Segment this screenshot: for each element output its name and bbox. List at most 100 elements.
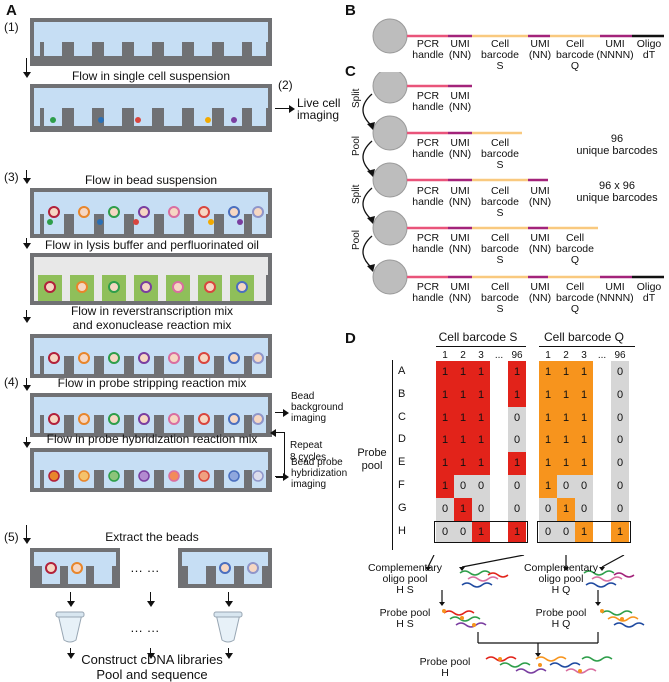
- row-label: F: [398, 479, 405, 491]
- flow-rt-text-1: Flow in reverstranscription mix: [70, 304, 234, 318]
- c-row2-umi: UMI(NN): [448, 137, 472, 160]
- matrix-cell-s: 1: [472, 520, 490, 544]
- tube-icon: [213, 611, 243, 643]
- chip-channel: [34, 22, 268, 42]
- flow-rt-text-2: and exonuclease reaction mix: [72, 318, 232, 332]
- matrix-cell-q: 1: [539, 429, 557, 453]
- col-header-q: 1: [545, 350, 551, 361]
- col-header-q: ...: [597, 350, 607, 361]
- matrix-cell-s: 1: [454, 429, 472, 453]
- row-label: A: [398, 365, 406, 377]
- matrix-cell-q: 1: [575, 452, 593, 475]
- flow-bead-text: Flow in bead suspension: [84, 173, 218, 187]
- matrix-cell-q: 0: [611, 406, 629, 430]
- matrix-cell-q: 1: [557, 452, 575, 475]
- row-label: C: [398, 410, 406, 423]
- matrix-cell-q: 1: [539, 452, 557, 475]
- split-label-1: Split: [351, 88, 362, 108]
- matrix-cell-q: 1: [557, 497, 575, 521]
- probe-pool-flow: [425, 555, 645, 674]
- col-header-s: 2: [460, 350, 466, 361]
- matrix-cell-s: 0: [508, 429, 526, 453]
- matrix-cell-q: 1: [557, 429, 575, 453]
- matrix-cell-q: 0: [611, 383, 629, 407]
- down-arrow: [22, 538, 31, 544]
- matrix-cell-q: 0: [611, 452, 629, 475]
- col-header-s: ...: [494, 350, 504, 361]
- c-row3-umi-2: UMI(NN): [528, 185, 552, 208]
- matrix-cell-s: 1: [454, 383, 472, 407]
- row-label: B: [398, 387, 406, 400]
- step-3-label: (3): [4, 170, 19, 184]
- down-arrow: [22, 385, 31, 391]
- matrix-cell-q: 1: [557, 406, 575, 430]
- matrix-cell-s: 1: [436, 475, 454, 498]
- matrix-cell-q: 1: [575, 361, 593, 384]
- down-arrow: [26, 58, 28, 72]
- matrix-cell-q: 1: [575, 406, 593, 430]
- right-arrow: [275, 108, 289, 110]
- matrix-cell-s: 1: [436, 383, 454, 407]
- matrix-cell-q: 1: [539, 361, 557, 384]
- matrix-cell-s: 1: [436, 406, 454, 430]
- split-label-2: Split: [351, 184, 362, 204]
- flow-probe-hyb-text: Flow in probe hybridization reaction mix: [46, 432, 258, 446]
- matrix-cell-q: 0: [611, 475, 629, 498]
- chip-hyb-svg: [30, 448, 272, 492]
- down-arrow: [22, 243, 31, 249]
- matrix-cell-s: 1: [436, 429, 454, 453]
- matrix-cell-s: 1: [472, 361, 490, 384]
- matrix-cell-q: 1: [539, 406, 557, 430]
- matrix-cell-q: 0: [539, 497, 557, 521]
- matrix-cell-q: 1: [575, 429, 593, 453]
- pool-seq-text: Pool and sequence: [96, 667, 208, 682]
- matrix-cell-q: 0: [557, 475, 575, 498]
- matrix-cell-s: 0: [454, 520, 472, 544]
- col-header-q: 3: [581, 350, 587, 361]
- chip-beads-svg: [30, 188, 272, 238]
- col-header-s: 1: [442, 350, 448, 361]
- ellipsis-text-2: … …: [130, 620, 160, 635]
- panel-d-label: D: [345, 330, 356, 347]
- c-row1-umi: UMI(NN): [448, 90, 472, 113]
- panel-c-label: C: [345, 63, 356, 80]
- step-2-label: (2): [278, 78, 293, 92]
- flow-probe-strip-text: Flow in probe stripping reaction mix: [57, 376, 247, 390]
- matrix-cell-s: 0: [436, 497, 454, 521]
- matrix-cell-q: 1: [575, 520, 593, 544]
- group-s-label: Cell barcode S: [438, 330, 518, 344]
- chip-cells-svg: [34, 88, 268, 126]
- step-5-label: (5): [4, 530, 19, 544]
- matrix-cell-s: 1: [508, 520, 526, 544]
- matrix-cell-s: 0: [436, 520, 454, 544]
- group-q-label: Cell barcode Q: [543, 330, 625, 344]
- matrix-cell-s: 1: [436, 452, 454, 475]
- col-header-s: 3: [478, 350, 484, 361]
- matrix-cell-s: 1: [454, 497, 472, 521]
- chip-strip-svg: [30, 393, 272, 437]
- extract-text: Extract the beads: [105, 530, 199, 544]
- matrix-cell-q: 1: [557, 383, 575, 407]
- matrix-cell-s: 1: [472, 452, 490, 475]
- matrix-cell-q: 0: [575, 475, 593, 498]
- segment-umi-1: UMI(NN): [448, 38, 472, 61]
- down-arrow-head: [22, 72, 31, 78]
- matrix-cell-s: 1: [454, 361, 472, 384]
- row-label: E: [398, 456, 406, 469]
- construct-text: Construct cDNA libraries: [81, 652, 223, 667]
- segment-umi-3: UMI(NNNN): [596, 38, 634, 61]
- row-label: D: [398, 433, 406, 446]
- row-label: G: [398, 501, 407, 514]
